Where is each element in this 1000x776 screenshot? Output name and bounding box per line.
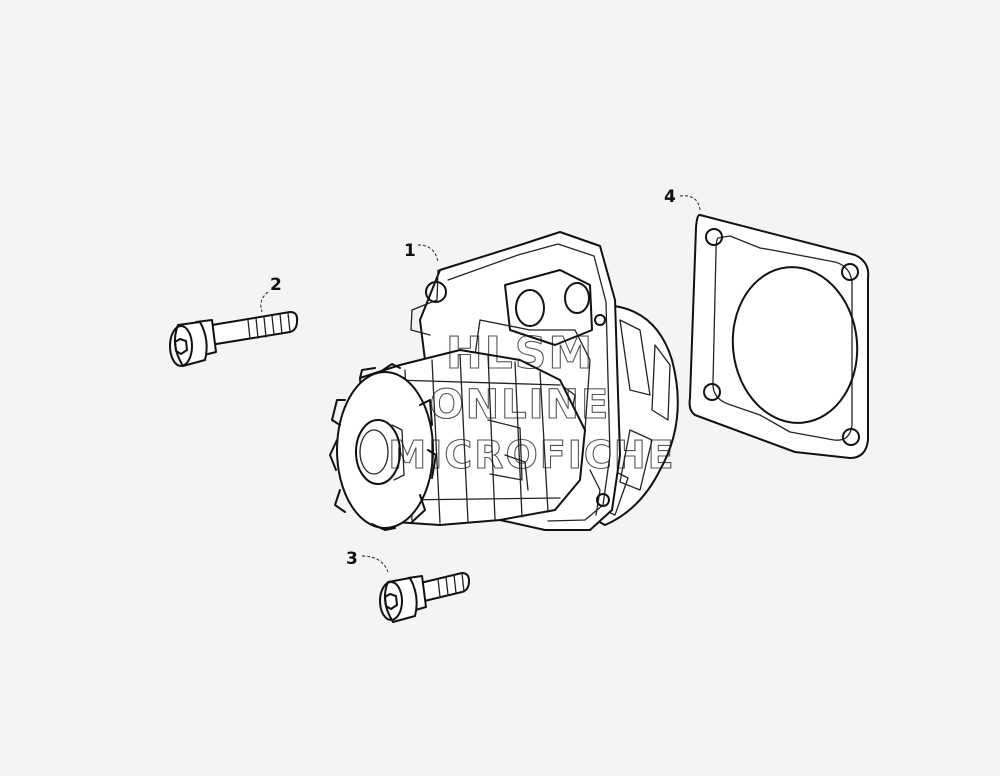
bolt-part-2[interactable] [169,311,299,367]
callout-1: 1 [404,241,416,261]
callout-2: 2 [270,275,282,295]
leader-line-1 [417,244,439,263]
leader-line-2 [260,291,269,313]
watermark-line-1: HLSM [446,328,594,379]
watermark-line-3: MICROFICHE [388,433,675,477]
callout-4: 4 [664,187,676,207]
bolt-part-3[interactable] [379,572,470,623]
gasket-part-4[interactable] [688,213,870,459]
watermark: HLSM ONLINE MICROFICHE [388,327,675,477]
callout-3: 3 [346,549,358,569]
leader-line-3 [361,555,389,573]
watermark-line-2: ONLINE [430,382,611,428]
pump-pulley [329,349,586,531]
leader-line-4 [679,195,701,211]
